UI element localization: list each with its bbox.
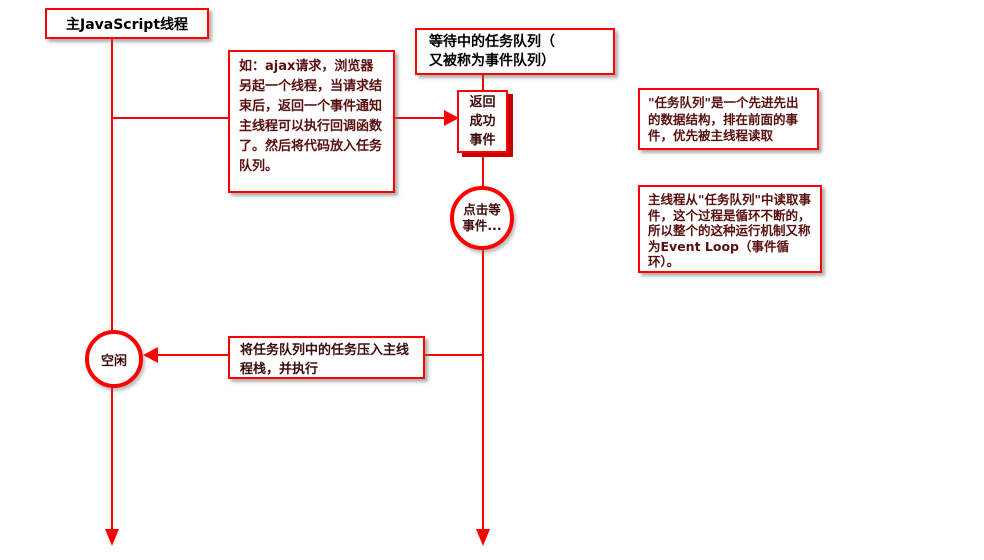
main-thread-node: 主JavaScript线程 [45, 8, 209, 39]
push-task-note: 将任务队列中的任务压入主线程栈，并执行 [228, 336, 425, 379]
arrow-left-icon [143, 347, 158, 363]
fifo-queue-note: "任务队列"是一个先进先出的数据结构，排在前面的事件，优先被主线程读取 [638, 88, 819, 150]
success-event-node: 返回 成功 事件 [457, 90, 508, 153]
idle-node: 空闲 [85, 330, 143, 388]
arrow-right-icon [444, 110, 459, 126]
task-queue-timeline [482, 75, 484, 531]
task-queue-node: 等待中的任务队列（ 又被称为事件队列） [415, 28, 615, 75]
arrow-down-icon [476, 529, 490, 546]
click-event-node: 点击等 事件... [450, 186, 514, 250]
ajax-request-note: 如：ajax请求，浏览器另起一个线程，当请求结束后，返回一个事件通知主线程可以执… [228, 50, 395, 193]
arrow-down-icon [105, 529, 119, 546]
event-loop-note: 主线程从"任务队列"中读取事件，这个过程是循环不断的，所以整个的这种运行机制又称… [638, 185, 822, 273]
main-thread-timeline [111, 39, 113, 531]
